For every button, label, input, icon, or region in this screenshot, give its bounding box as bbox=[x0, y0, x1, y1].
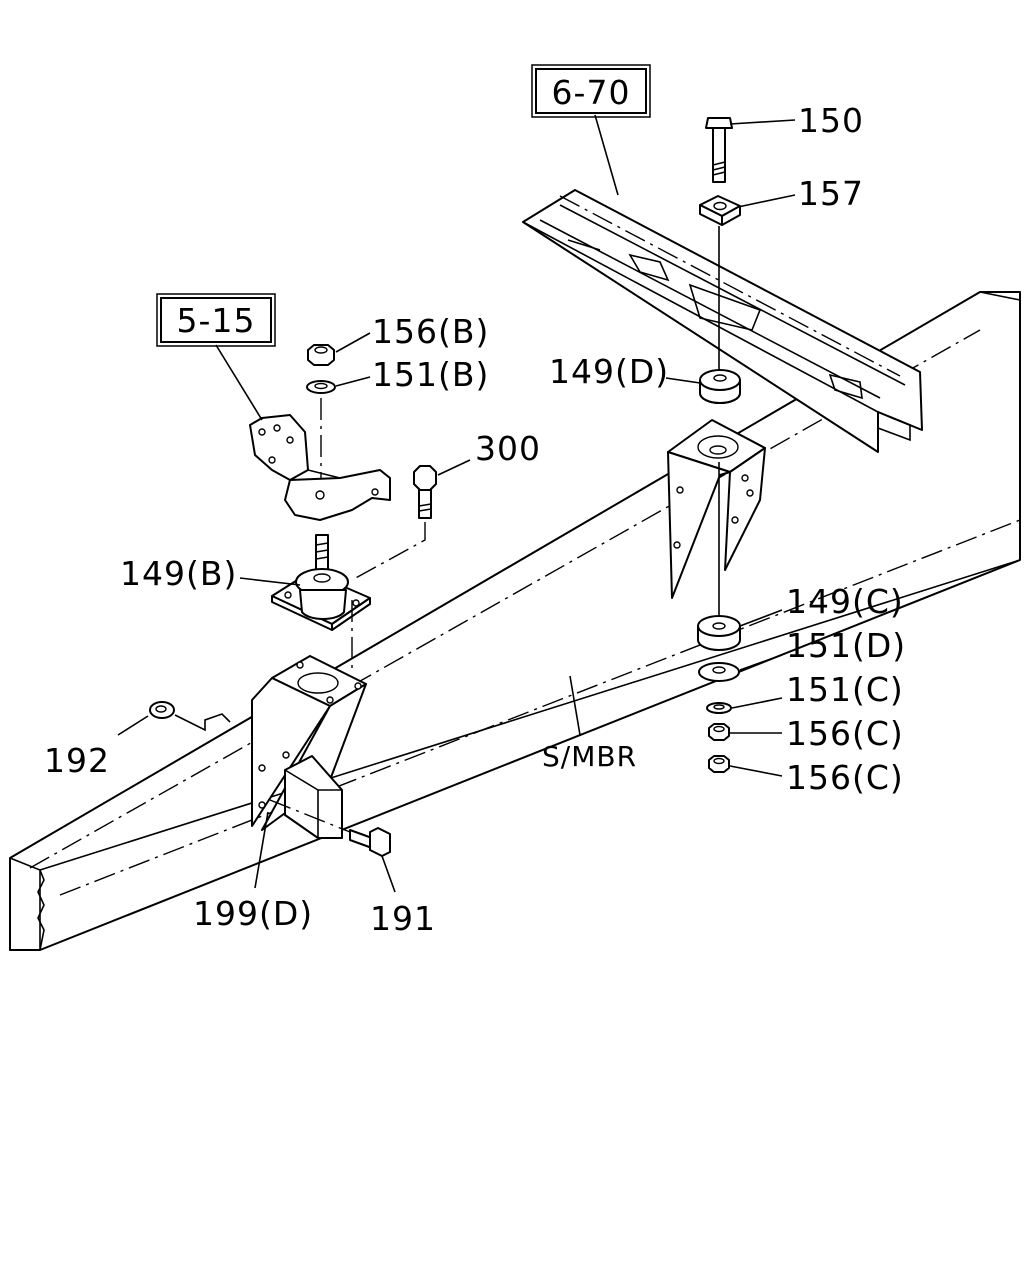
alignment-line-191 bbox=[269, 799, 351, 833]
rubber-mount-149c bbox=[697, 615, 741, 651]
label-156c-lower: 156(C) bbox=[786, 758, 904, 797]
reference-box-6-70: 6-70 bbox=[531, 64, 651, 118]
nut-156c-upper bbox=[708, 723, 730, 741]
nut-156b bbox=[307, 344, 335, 366]
cross-member-rail bbox=[522, 189, 923, 453]
rubber-mount-149d bbox=[699, 369, 741, 404]
square-washer-157 bbox=[699, 195, 741, 226]
flange-nut-192 bbox=[149, 701, 231, 732]
label-157: 157 bbox=[798, 174, 864, 213]
label-150: 150 bbox=[798, 101, 864, 140]
part-labels: 150 157 156(B) 151(B) 149(D) 300 149(B) … bbox=[44, 101, 906, 938]
label-149d: 149(D) bbox=[549, 352, 669, 391]
washer-151b bbox=[306, 380, 336, 394]
nut-156c-lower bbox=[708, 755, 730, 773]
alignment-line-300 bbox=[351, 522, 426, 581]
reference-5-15-text: 5-15 bbox=[177, 301, 256, 340]
label-149c: 149(C) bbox=[786, 582, 904, 621]
label-156c-upper: 156(C) bbox=[786, 714, 904, 753]
label-smbr: S/MBR bbox=[542, 740, 637, 773]
right-frame-bracket bbox=[667, 419, 766, 599]
label-192: 192 bbox=[44, 741, 110, 780]
engine-mount-bracket bbox=[249, 414, 391, 521]
washer-151d bbox=[698, 662, 740, 682]
left-frame-bracket bbox=[251, 655, 367, 839]
label-149b: 149(B) bbox=[120, 554, 237, 593]
rubber-mount-149b bbox=[271, 534, 371, 631]
leader-lines bbox=[117, 114, 796, 893]
bolt-300 bbox=[413, 465, 437, 519]
label-199d: 199(D) bbox=[193, 894, 313, 933]
label-151b: 151(B) bbox=[372, 355, 489, 394]
label-300: 300 bbox=[475, 429, 541, 468]
bolt-191 bbox=[349, 827, 391, 857]
label-151c: 151(C) bbox=[786, 670, 904, 709]
label-151d: 151(D) bbox=[786, 626, 906, 665]
label-156b: 156(B) bbox=[372, 312, 489, 351]
washer-151c bbox=[706, 702, 732, 714]
bolt-150 bbox=[705, 117, 733, 183]
label-191: 191 bbox=[370, 899, 436, 938]
reference-box-5-15: 5-15 bbox=[156, 293, 276, 347]
reference-6-70-text: 6-70 bbox=[552, 73, 631, 112]
